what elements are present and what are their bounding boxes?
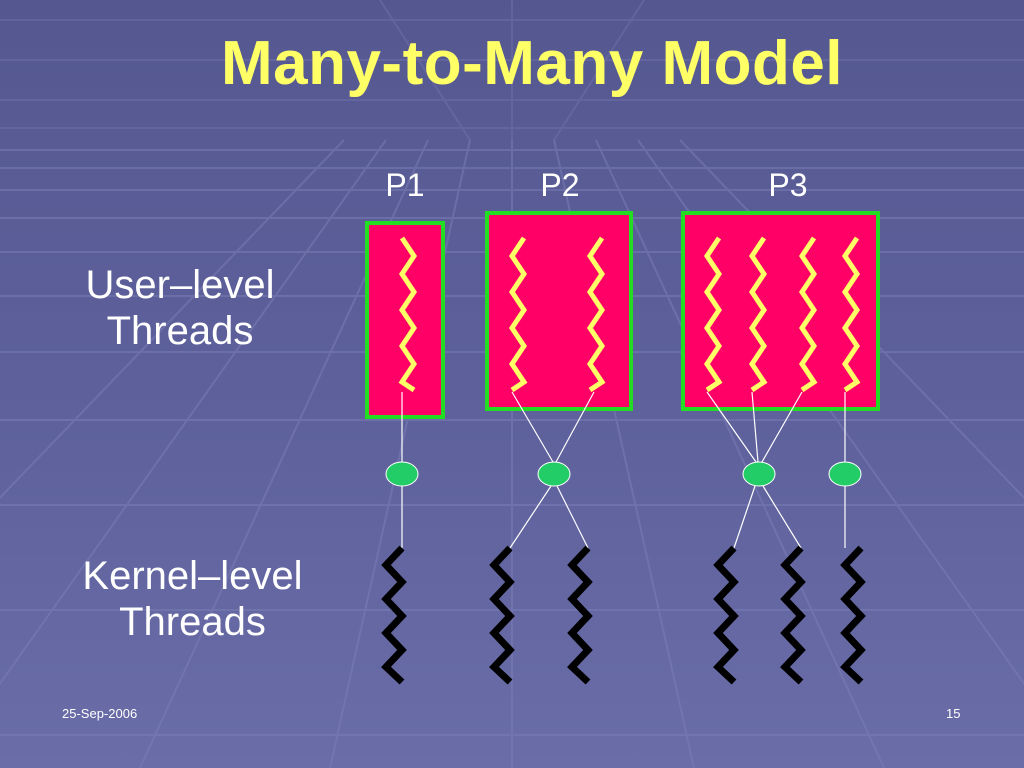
mapping-line [556, 485, 589, 549]
kernel-thread-icon [567, 545, 593, 685]
slide-title: Many-to-Many Model [220, 29, 844, 98]
user-thread-icon [586, 236, 606, 393]
slide-date: 25-Sep-2006 [62, 706, 138, 721]
user-label-line-2: Threads [106, 309, 254, 353]
mapping-line [555, 391, 595, 463]
kernel-label-line-2: Threads [119, 600, 266, 644]
lwp-oval [828, 461, 862, 487]
process-label-p1: P1 [385, 167, 424, 203]
mapping-line [751, 391, 759, 463]
process-label-p3: P3 [768, 167, 807, 203]
mapping-line [511, 391, 554, 463]
user-thread-icon [703, 236, 723, 393]
user-thread-icon [398, 236, 418, 393]
mapping-line [761, 391, 803, 463]
process-label-p2: P2 [540, 167, 579, 203]
kernel-threads [381, 545, 866, 685]
mapping-line [706, 391, 757, 463]
kernel-level-threads-label: Kernel–level Threads [55, 553, 330, 645]
thread-mappings [401, 391, 846, 549]
kernel-thread-icon [489, 545, 515, 685]
user-level-threads-label: User–level Threads [50, 262, 310, 354]
slide-number: 15 [946, 706, 961, 721]
process-box-p1 [365, 221, 445, 419]
kernel-thread-icon [713, 545, 739, 685]
user-thread-icon [798, 236, 818, 393]
process-box-p3 [681, 211, 880, 411]
user-thread-icon [508, 236, 528, 393]
user-threads [398, 236, 861, 393]
mapping-line [762, 485, 802, 549]
kernel-label-line-1: Kernel–level [82, 554, 303, 598]
kernel-thread-icon [840, 545, 866, 685]
mapping-line [733, 485, 756, 549]
user-thread-icon [841, 236, 861, 393]
kernel-thread-icon [381, 545, 407, 685]
mapping-line [509, 485, 552, 549]
user-thread-icon [748, 236, 768, 393]
kernel-thread-icon [780, 545, 806, 685]
user-label-line-1: User–level [85, 263, 275, 307]
process-box-p2 [485, 211, 633, 411]
lwps [385, 461, 862, 487]
lwp-oval [385, 461, 419, 487]
lwp-oval [742, 461, 776, 487]
lwp-oval [537, 461, 571, 487]
